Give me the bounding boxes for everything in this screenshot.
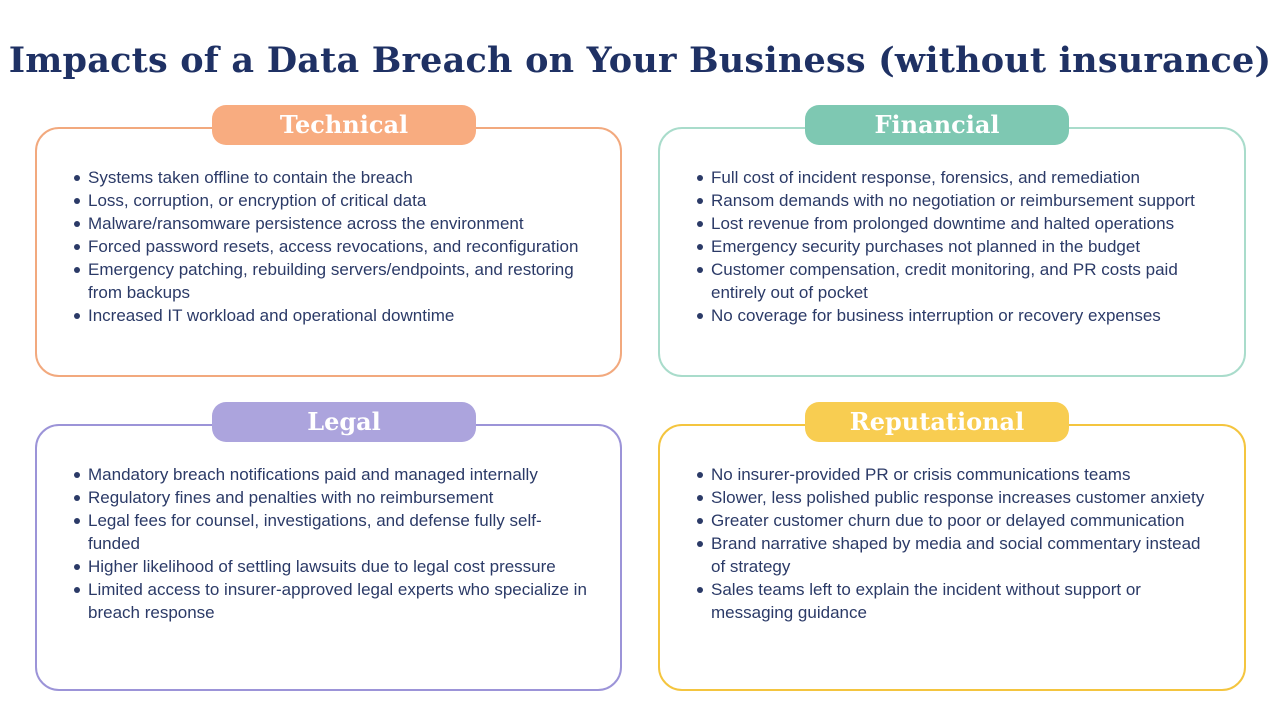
list-item: Customer compensation, credit monitoring… (697, 258, 1216, 304)
technical-header: Technical (212, 105, 476, 145)
list-item: Regulatory fines and penalties with no r… (74, 486, 593, 509)
list-item: No insurer-provided PR or crisis communi… (697, 463, 1216, 486)
list-item: Full cost of incident response, forensic… (697, 166, 1216, 189)
list-item: Brand narrative shaped by media and soci… (697, 532, 1216, 578)
list-item: Legal fees for counsel, investigations, … (74, 509, 593, 555)
list-item: Loss, corruption, or encryption of criti… (74, 189, 593, 212)
list-item: Forced password resets, access revocatio… (74, 235, 593, 258)
list-item: Malware/ransomware persistence across th… (74, 212, 593, 235)
financial-card: Full cost of incident response, forensic… (658, 127, 1246, 377)
technical-card: Systems taken offline to contain the bre… (35, 127, 622, 377)
list-item: Greater customer churn due to poor or de… (697, 509, 1216, 532)
list-item: Slower, less polished public response in… (697, 486, 1216, 509)
list-item: No coverage for business interruption or… (697, 304, 1216, 327)
list-item: Ransom demands with no negotiation or re… (697, 189, 1216, 212)
reputational-list: No insurer-provided PR or crisis communi… (660, 426, 1242, 624)
page-title: Impacts of a Data Breach on Your Busines… (8, 40, 1272, 82)
list-item: Higher likelihood of settling lawsuits d… (74, 555, 593, 578)
financial-list: Full cost of incident response, forensic… (660, 129, 1242, 327)
financial-header: Financial (805, 105, 1069, 145)
list-item: Limited access to insurer-approved legal… (74, 578, 593, 624)
legal-list: Mandatory breach notifications paid and … (37, 426, 619, 624)
technical-list: Systems taken offline to contain the bre… (37, 129, 619, 327)
list-item: Sales teams left to explain the incident… (697, 578, 1216, 624)
list-item: Emergency security purchases not planned… (697, 235, 1216, 258)
list-item: Mandatory breach notifications paid and … (74, 463, 593, 486)
list-item: Lost revenue from prolonged downtime and… (697, 212, 1216, 235)
list-item: Increased IT workload and operational do… (74, 304, 593, 327)
legal-card: Mandatory breach notifications paid and … (35, 424, 622, 691)
list-item: Systems taken offline to contain the bre… (74, 166, 593, 189)
legal-header: Legal (212, 402, 476, 442)
reputational-header: Reputational (805, 402, 1069, 442)
list-item: Emergency patching, rebuilding servers/e… (74, 258, 593, 304)
reputational-card: No insurer-provided PR or crisis communi… (658, 424, 1246, 691)
